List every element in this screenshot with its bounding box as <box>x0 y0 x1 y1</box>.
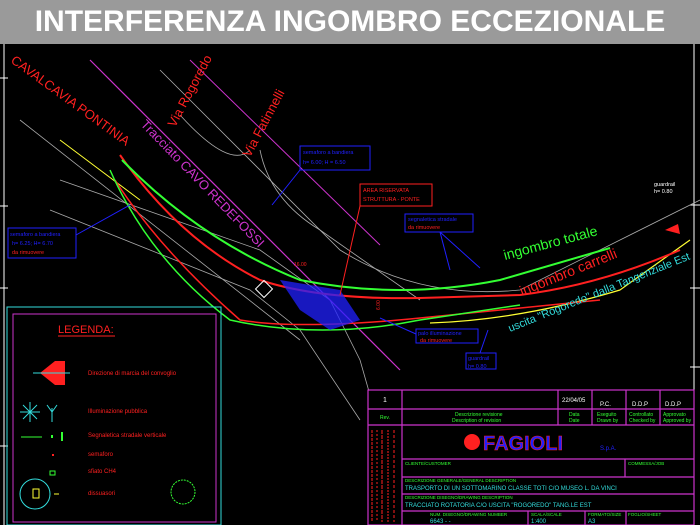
company-logo: FAGIOLI <box>483 433 563 455</box>
date-label: Date <box>569 418 580 424</box>
callout-text: da rimuovere <box>12 250 44 256</box>
disclaimer-text-block <box>371 430 395 522</box>
callout-text: da rimuovere <box>408 225 440 231</box>
approved-label: Approvato <box>663 412 686 418</box>
scale-label: SCALA/SCALE <box>531 512 562 517</box>
legend-item: semaforo <box>88 452 114 458</box>
descr1-label: DESCRIZIONE GENERALE/GENERAL DESCRIPTION <box>405 478 516 483</box>
callout-text: semaforo a bandiera <box>10 232 61 238</box>
format-label: FORMATO/SIZE <box>588 512 621 517</box>
legend-frame <box>6 306 222 525</box>
page-title: INTERFERENZA INGOMBRO ECCEZIONALE <box>0 0 700 44</box>
callout-text: palo illuminazione <box>418 331 462 337</box>
drawing-number: 6643 - - <box>430 519 451 525</box>
callout-text: h= 6.00; H = 6.50 <box>303 160 346 166</box>
legend-item: Illuminazione pubblica <box>88 409 148 415</box>
callout-text: da rimuovere <box>420 338 452 344</box>
street-light-icon <box>20 402 58 422</box>
checked-label: Controllato <box>629 412 653 418</box>
area-riservata-box <box>359 183 433 207</box>
cad-drawing: CAVALCAVIA PONTINIA Via Rogoredo Via Fat… <box>0 44 700 525</box>
rev-number: 1 <box>383 397 387 404</box>
reserved-area-hatch <box>280 280 360 330</box>
direction-arrow-icon <box>665 224 680 234</box>
drawn-label: Eseguito <box>597 412 617 418</box>
tree-icon <box>170 479 196 505</box>
callout-text: h= 0.80 <box>654 189 673 195</box>
descr-label: Descrizione revisione <box>455 412 503 418</box>
fagioli-logo-icon <box>464 434 480 450</box>
legend-item: sfiato CH4 <box>88 469 117 475</box>
legend-item: Direzione di marcia del convoglio <box>88 371 177 377</box>
customer-label: CLIENTE/CUSTOMER <box>405 461 452 466</box>
callout-text: semaforo a bandiera <box>303 150 354 156</box>
dimension-label: 6.00 <box>376 300 382 310</box>
general-description: TRASPORTO DI UN SOTTOMARINO CLASSE TOTI … <box>405 486 617 492</box>
approved-by: D.D.P <box>665 402 681 408</box>
rev-label: Rev. <box>380 415 390 421</box>
drawing-description: TRACCIATO ROTATORIA C/O USCITA "ROGOREDO… <box>405 503 592 509</box>
callout-text: h= 0.80 <box>468 364 487 370</box>
company-suffix: S.p.A. <box>600 446 617 452</box>
callout-text: STRUTTURA - PONTE <box>363 197 420 203</box>
number-label: NUM. DISEGNO/DRAWING NUMBER <box>430 512 508 517</box>
road-edges <box>19 69 700 431</box>
callout-text: h= 6.25; H= 6.70 <box>12 241 53 247</box>
drawing-format: A3 <box>588 519 596 525</box>
descr2-label: DESCRIZIONE DISEGNO/DRAWING DESCRIPTION <box>405 495 513 500</box>
drawn-label: Drawn by <box>597 418 619 424</box>
checked-by: D.D.P <box>632 402 648 408</box>
guardrail-line <box>429 239 691 324</box>
callout-text: AREA RISERVATA <box>363 188 409 194</box>
job-label: COMMESSA/JOB <box>628 461 664 466</box>
date-label: Data <box>569 412 580 418</box>
title-block <box>367 389 695 525</box>
callout-text: guardrail <box>468 356 489 362</box>
sheet-label: FOGLIO/SHEET <box>628 512 662 517</box>
rev-date: 22/04/05 <box>562 398 586 404</box>
descr-label: Description of revision <box>452 418 501 424</box>
drawing-scale: 1:400 <box>531 519 547 525</box>
legend-title: LEGENDA: <box>58 324 114 336</box>
callout-text: segnaletica stradale <box>408 217 457 223</box>
traffic-light-icon <box>52 454 54 456</box>
ingombro-totale-line <box>121 159 611 291</box>
dimension-label: 16.00 <box>294 262 307 268</box>
callout-text: guardrail <box>654 182 675 188</box>
legend-item: dissuasori <box>88 491 115 497</box>
checked-label: Checked by <box>629 418 656 424</box>
approved-label: Approved by <box>663 418 692 424</box>
drawn-by: P.C. <box>600 402 611 408</box>
legend-item: Segnaletica stradale verticale <box>88 433 167 439</box>
cavalcavia-label: CAVALCAVIA PONTINIA <box>8 52 133 148</box>
bollard-icon <box>19 478 51 510</box>
ch4-vent-icon <box>49 470 56 476</box>
